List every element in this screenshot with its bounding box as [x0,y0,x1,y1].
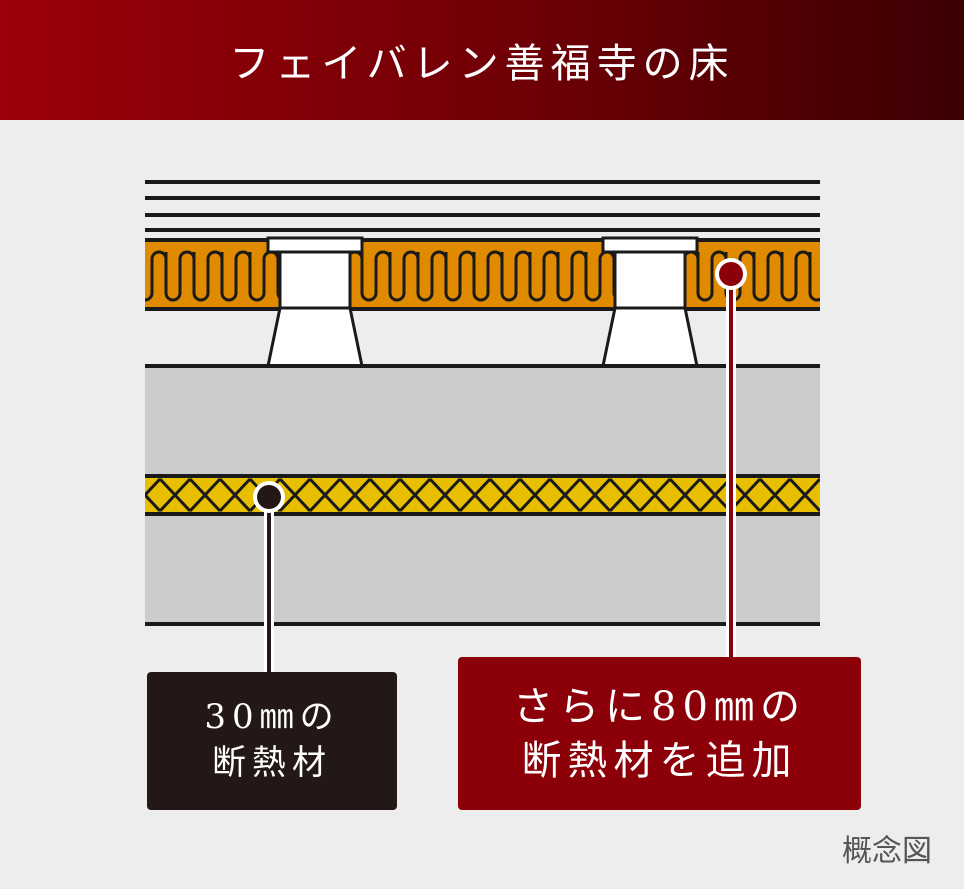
added-insulation-label-line2: 断熱材を追加 [521,737,798,784]
leader-existing-insulation [253,481,285,675]
existing-insulation-layer [145,474,820,516]
existing-insulation-label: 30㎜の 断熱材 [147,672,397,810]
floor-finish-layers [145,180,820,232]
page-title: フェイバレン善福寺の床 [229,41,735,87]
floor-support-post-left [266,236,364,368]
upper-slab [145,364,820,476]
added-insulation-label-line1: さらに80㎜の [513,683,806,730]
lower-slab [145,516,820,626]
added-insulation-label: さらに80㎜の 断熱材を追加 [458,657,861,810]
existing-insulation-label-line1: 30㎜の [204,697,340,738]
concept-diagram-note: 概念図 [842,834,932,869]
existing-insulation-label-line2: 断熱材 [212,743,332,783]
floor-support-post-right [601,236,699,368]
leader-added-insulation [715,258,747,660]
header-banner: フェイバレン善福寺の床 [0,0,964,120]
